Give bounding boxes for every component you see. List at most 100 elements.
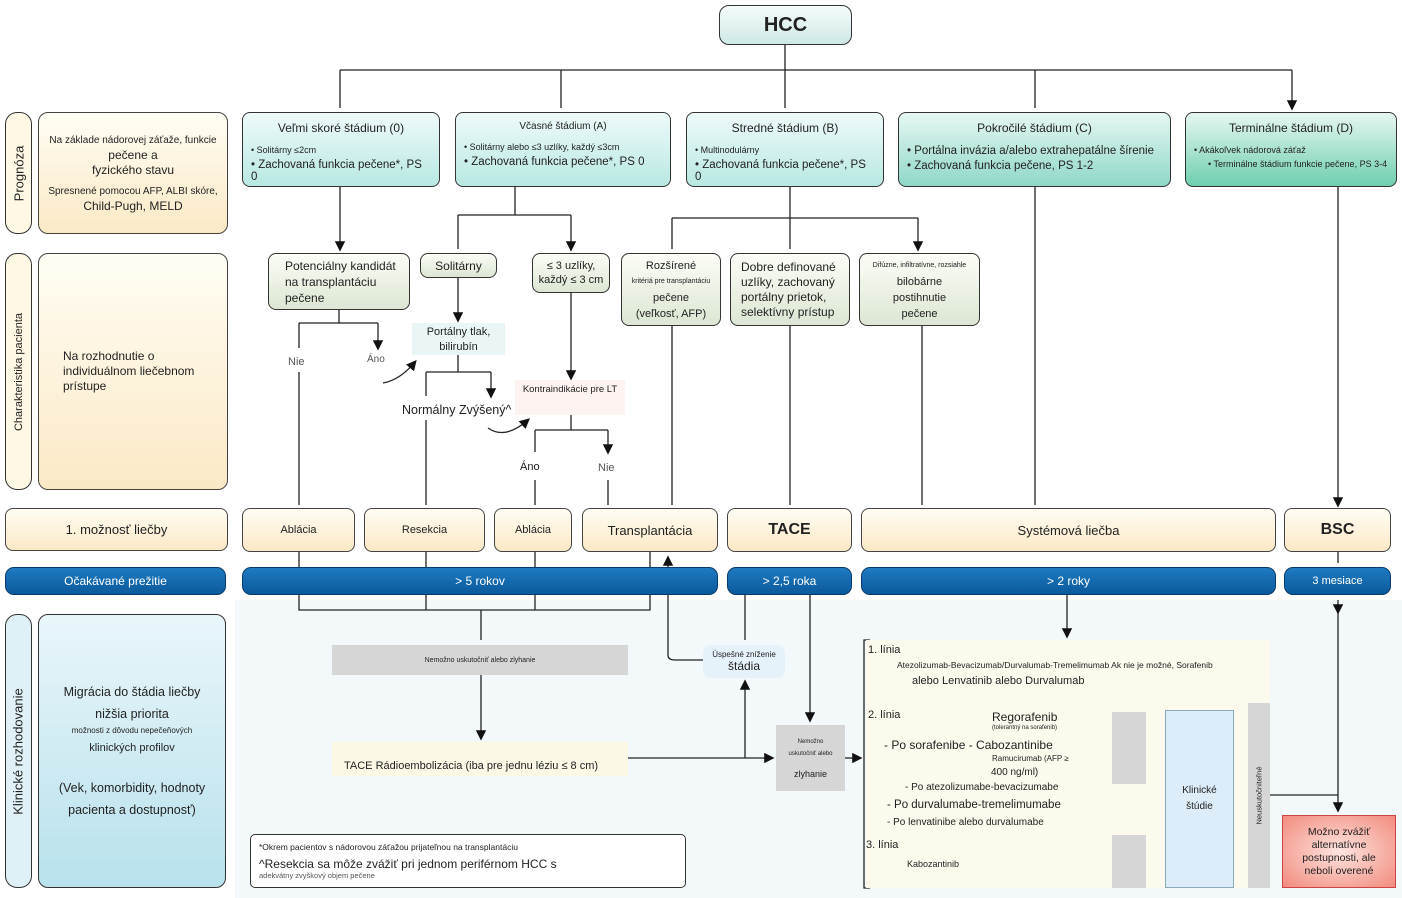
text: Difúzne, infiltratívne, rozsiahle [872,261,967,269]
text: pečene [652,291,690,304]
after-atezo: - Po atezolizumabe-bevacizumabe [905,782,1059,793]
text: bilobárne [896,275,943,288]
klin-text: možnosti z dôvodu nepečeňových [71,726,193,735]
stage-bullet: • Zachovaná funkcia pečene*, PS 0 [464,156,645,168]
stage-b: Stredné štádium (B) • Multinodulárny • Zac… [686,112,884,187]
prognoza-text: pečene a [108,147,158,162]
after-durva: - Po durvalumabe-tremelimumabe [887,799,1061,811]
line-3-label: 3. línia [866,839,899,851]
prognoza-text: Spresnené pomocou AFP, ALBI skóre, [48,185,218,197]
survival-3m: 3 mesiace [1284,567,1391,595]
text: Rozšírené [645,259,697,272]
label-nie: Nie [288,356,305,368]
stage-bullet: • Akákoľvek nádorová záťaž [1194,145,1306,155]
charakteristika-box: Na rozhodnutie o individuálnom liečebnom… [38,253,228,490]
normal-raised: Normálny Zvýšený^ [402,403,512,417]
treatment-systemic: Systémová liečba [861,508,1276,552]
solitary-box: Solitárny [420,253,497,278]
extended-criteria-box: Rozšírené kritériá pre transplantáciu peče… [621,253,721,326]
klinicke-box: Migrácia do štádia liečby nižšia priorita… [38,614,226,888]
text: zlyhanie [793,769,828,779]
treatment-ablation-2: Ablácia [494,508,572,552]
line-1-drugs: Atezolizumab-Bevacizumab/Durvalumab-Trem… [897,660,1213,670]
label-ano-2: Áno [520,461,540,473]
stage-bullet: • Portálna invázia a/alebo extrahepatáln… [907,145,1154,157]
first-option-label: 1. možnosť liečby [5,508,228,551]
regorafenib: Regorafenib [992,710,1058,724]
stage-title: Terminálne štádium (D) [1228,121,1354,135]
footnotes-box: *Okrem pacientov s nádorovou záťažou pri… [250,834,686,888]
klinicke-label: Klinické rozhodovanie [5,614,32,888]
klin-text: (Vek, komorbidity, hodnoty pacienta a do… [58,781,206,817]
stage-0: Veľmi skoré štádium (0) • Solitárny ≤2cm •… [242,112,440,187]
treatment-tace: TACE [727,508,852,552]
label-nie-2: Nie [598,462,615,474]
klin-text: nižšia priorita [95,707,169,721]
prognoza-text: Na základe nádorovej záťaže, funkcie [49,134,217,146]
after-sorafenib: - Po sorafenibe - Cabozantinibe [884,738,1053,752]
prognoza-text: fyzického stavu [91,162,175,177]
stage-bullet: • Solitárny ≤2cm [251,145,317,155]
well-defined-box: Dobre definované uzlíky, zachovaný portá… [730,253,850,326]
text: postihnutie [892,291,947,304]
stage-bullet: • Terminálne štádium funkcie pečene, PS … [1208,159,1388,169]
not-possible-box: Nemožno uskutočniť alebo zlyhanie [332,645,628,675]
after-lenva: - Po lenvatinibe alebo durvalumabe [887,817,1044,828]
footnote: ^Resekcia sa môže zvážiť pri jednom peri… [259,857,557,871]
text: Nemožno [797,739,824,745]
text: štádia [727,659,761,673]
contraindications-lt: Kontraindikácie pre LT [515,380,625,415]
line-1-drugs-2: alebo Lenvatinib alebo Durvalumab [912,675,1085,687]
stage-d: Terminálne štádium (D) • Akákoľvek nádoro… [1185,112,1397,187]
regorafenib-note: (tolerantný na sorafenib) [992,725,1058,731]
tace-radioembolization: TACE Rádioembolizácia (iba pre jednu léz… [332,742,628,776]
survival-2y: > 2 roky [861,567,1276,595]
charakteristika-text: Na rozhodnutie o individuálnom liečebnom… [63,349,195,393]
clinical-trials-box: Klinické štúdie [1165,710,1234,888]
treatment-bsc: BSC [1284,508,1391,552]
footnote: adekvátny zvyškový objem pečene [259,871,375,880]
small-gray-box [1112,835,1146,888]
survival-label: Očakávané prežitie [5,567,226,595]
line-1-label: 1. línia [868,644,901,656]
klin-text: klinických profilov [89,742,175,754]
ramucirumab-2: 400 ng/ml) [991,767,1039,778]
klin-text: Migrácia do štádia liečby [63,685,201,699]
diffuse-box: Difúzne, infiltratívne, rozsiahle bilobár… [859,253,980,326]
stage-bullet: • Zachovaná funkcia pečene*, PS 0 [251,159,422,183]
survival-5y: > 5 rokov [242,567,718,595]
stage-bullet: • Solitárny alebo ≤3 uzlíky, každý ≤3cm [464,142,620,152]
footnote: *Okrem pacientov s nádorovou záťažou pri… [259,842,518,852]
stage-bullet: • Zachovaná funkcia pečene, PS 1-2 [907,160,1094,172]
stage-title: Veľmi skoré štádium (0) [277,121,405,135]
label-ano: Áno [367,354,385,365]
ramucirumab: Ramucirumab (AFP ≥ [992,754,1069,763]
small-gray-box [1112,712,1146,784]
treatment-transplantation: Transplantácia [582,508,718,552]
candidate-box: Potenciálny kandidát na transplantáciu p… [268,253,410,310]
stage-title: Pokročilé štádium (C) [977,121,1092,135]
unfeasible-box: Neuskutočniteľné [1248,703,1270,888]
stage-title: Včasné štádium (A) [519,121,607,132]
line-2-label: 2. línia [868,709,901,721]
stage-a: Včasné štádium (A) • Solitárny alebo ≤3 u… [455,112,671,187]
text: (veľkosť, AFP) [635,307,707,320]
survival-2-5y: > 2,5 roka [727,567,852,595]
portal-pressure: Portálny tlak, bilirubín [412,323,505,355]
prognoza-text: Child-Pugh, MELD [83,198,183,213]
alternative-box: Možno zvážiť alternatívne postupnosti, a… [1282,815,1396,888]
treatment-ablation: Ablácia [242,508,355,552]
stage-bullet: • Multinodulárny [695,145,760,155]
stage-title: Stredné štádium (B) [731,121,839,135]
treatment-resection: Resekcia [364,508,485,552]
charakteristika-label: Charakteristika pacienta [5,253,32,490]
text: kritériá pre transplantáciu [631,277,711,285]
hcc-title: HCC [719,5,852,45]
stage-c: Pokročilé štádium (C) • Portálna invázia … [898,112,1171,187]
nodules-box: ≤ 3 uzlíky, každý ≤ 3 cm [532,253,610,293]
stage-bullet: • Zachovaná funkcia pečene*, PS 0 [695,159,866,183]
prognoza-label: Prognóza [5,112,32,234]
